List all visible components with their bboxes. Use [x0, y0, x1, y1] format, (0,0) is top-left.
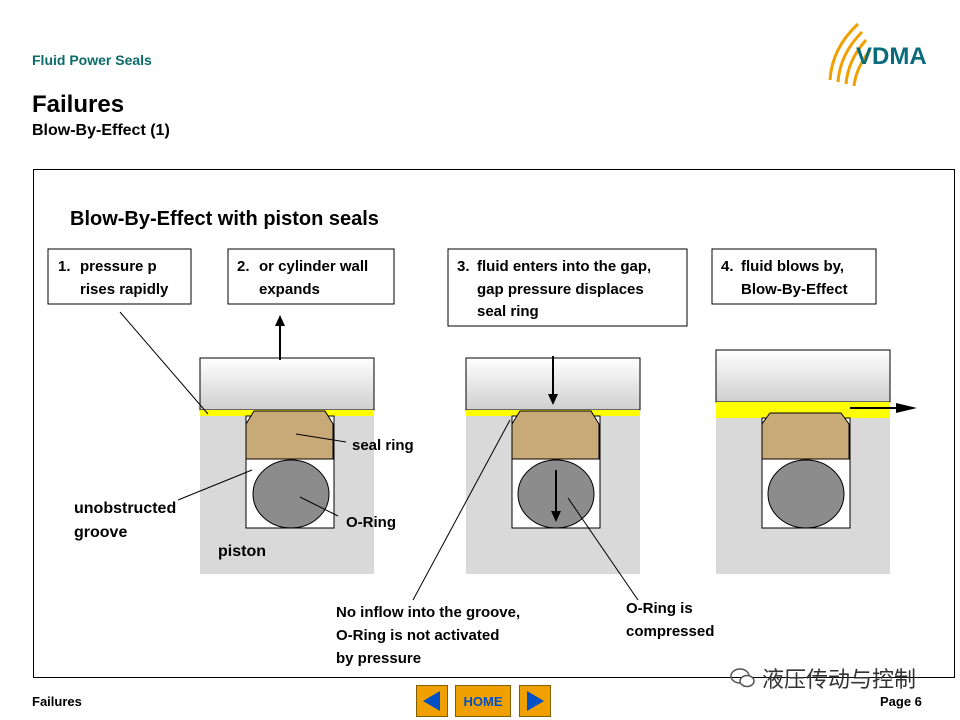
label-groove: groove — [74, 524, 127, 541]
step-3-line1: fluid enters into the gap, — [477, 258, 651, 275]
cell-3 — [715, 349, 917, 574]
cell-2 — [465, 356, 641, 574]
arrow-left-icon — [423, 691, 440, 711]
page-subtitle: Blow-By-Effect (1) — [32, 122, 170, 139]
diagram-frame — [33, 169, 955, 678]
watermark-text: 液压传动与控制 — [762, 667, 917, 692]
step-4-num: 4. — [721, 258, 734, 275]
step-3-line2: gap pressure displaces — [477, 281, 644, 298]
footer-section-label: Failures — [32, 694, 82, 709]
step-3-num: 3. — [457, 258, 470, 275]
wechat-icon — [730, 668, 755, 688]
step-4-line2: Blow-By-Effect — [741, 281, 848, 298]
home-button[interactable]: HOME — [455, 685, 511, 717]
label-seal-ring: seal ring — [352, 437, 414, 454]
step-1-line2: rises rapidly — [80, 281, 169, 298]
step-box-2: 2. or cylinder wall expands — [227, 248, 395, 305]
step-box-4: 4. fluid blows by, Blow-By-Effect — [711, 248, 877, 305]
step-2-line2: expands — [259, 281, 320, 298]
step-2-num: 2. — [237, 258, 250, 275]
vdma-logo: VDMA — [810, 18, 940, 96]
label-no-inflow-1: No inflow into the groove, — [336, 604, 520, 621]
page-number: Page 6 — [880, 694, 922, 709]
step-box-3: 3. fluid enters into the gap, gap pressu… — [447, 248, 688, 327]
cell-1 — [199, 315, 375, 574]
previous-page-button[interactable] — [416, 685, 448, 717]
label-compressed: compressed — [626, 623, 714, 640]
section-title: Fluid Power Seals — [32, 52, 152, 68]
step-2-line1: or cylinder wall — [259, 258, 368, 275]
step-3-line3: seal ring — [477, 303, 539, 320]
label-o-ring: O-Ring — [346, 514, 396, 531]
step-1-num: 1. — [58, 258, 71, 275]
step-1-line1: pressure p — [80, 258, 157, 275]
label-no-inflow-3: by pressure — [336, 650, 421, 667]
label-no-inflow-2: O-Ring is not activated — [336, 627, 499, 644]
next-page-button[interactable] — [519, 685, 551, 717]
logo-text: VDMA — [856, 43, 927, 70]
diagram-heading: Blow-By-Effect with piston seals — [70, 208, 379, 230]
label-piston: piston — [218, 543, 266, 560]
step-4-line1: fluid blows by, — [741, 258, 844, 275]
page-title: Failures — [32, 91, 125, 118]
arrow-right-icon — [527, 691, 544, 711]
label-unobstructed: unobstructed — [74, 500, 176, 517]
step-box-1: 1. pressure p rises rapidly — [47, 248, 192, 305]
watermark: 液压传动与控制 — [730, 662, 916, 694]
label-o-ring-is: O-Ring is — [626, 600, 693, 617]
